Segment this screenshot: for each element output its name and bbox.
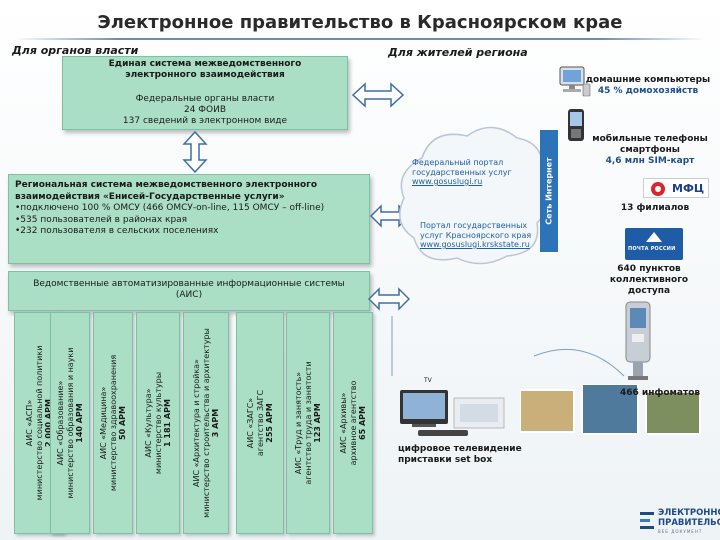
ais-name: АИС «АСП»	[24, 399, 34, 447]
ais-bar-medicine: АИС «Медицина»министерство здравоохранен…	[93, 312, 133, 534]
ais-name: АИС «Архивы»	[338, 392, 348, 454]
regional-portal-line1: Портал государственных	[420, 221, 528, 230]
ais-bar-labor: АИС «Труд и занятость»агентство труда и …	[286, 312, 330, 534]
ais-name: АИС «Культура»	[143, 388, 153, 458]
ais-agency: министерство здравоохранения	[108, 354, 118, 492]
computer-icon	[559, 66, 591, 97]
federal-portal-label: Федеральный портал государственных услуг…	[412, 158, 512, 187]
federal-box-title-line2: электронного взаимодействия	[125, 70, 285, 80]
ais-name: АИС «Труд и занятость»	[293, 371, 303, 475]
mfc-badge-text: МФЦ	[672, 182, 705, 195]
ais-agency: министерство образования и науки	[65, 347, 75, 499]
digital-tv-line1: цифровое телевидение	[398, 444, 522, 454]
title-divider	[15, 38, 705, 40]
regional-box-item: •232 пользователя в сельских поселениях	[15, 226, 219, 236]
mfc-branches-label: 13 филиалов	[620, 203, 690, 213]
federal-portal-link[interactable]: www.gosuslugi.ru	[412, 177, 483, 186]
post-emblem-icon	[646, 232, 662, 242]
mobile-phones-count: 4,6 млн SIM-карт	[605, 156, 695, 166]
ais-agency: агентство ЗАГС	[255, 389, 265, 457]
internet-bar: Сеть Интернет	[540, 130, 558, 252]
regional-interaction-box: Региональная система межведомственного э…	[8, 174, 370, 264]
regional-box-item: •535 пользователей в районах края	[15, 214, 188, 225]
connector-lines	[391, 316, 625, 377]
mfc-logo: МФЦ	[643, 178, 709, 198]
digital-tv-line2: приставки set box	[398, 455, 493, 465]
ais-header-line1: Ведомственные автоматизированные информа…	[33, 279, 345, 289]
federal-box-title-line1: Единая система межведомственного	[108, 59, 302, 69]
federal-box-line3: 137 сведений в электронном виде	[122, 116, 288, 126]
ais-workstations: 123 АРМ	[312, 403, 322, 443]
ais-workstations: 65 АРМ	[357, 406, 367, 440]
ais-agency: министерство социальной политики	[34, 345, 44, 501]
regional-portal-line2: услуг Красноярского края	[420, 230, 532, 240]
federal-box-line2: 24 ФОИВ	[183, 105, 227, 115]
logo-line3: ВЕБ ДОКУМЕНТ	[658, 529, 703, 534]
post-points-label: 640 пунктов коллективного доступа	[584, 264, 714, 297]
internet-cloud-icon	[399, 126, 550, 265]
post-badge-text: ПОЧТА РОССИИ	[628, 246, 676, 252]
home-computers-line1: домашние компьютеры	[585, 75, 711, 85]
regional-box-title-line2: взаимодействия «Енисей-Государственные у…	[15, 191, 285, 202]
regional-portal-label: Портал государственных услуг Красноярско…	[420, 221, 531, 250]
post-points-line2: коллективного	[609, 275, 689, 285]
mobile-phones-line2: смартфоны	[620, 145, 680, 155]
double-arrow-vertical-icon	[182, 131, 208, 173]
home-computers-label: домашние компьютеры 45 % домохозяйств	[583, 75, 713, 97]
mfc-emblem-icon	[651, 182, 665, 196]
internet-label: Сеть Интернет	[544, 157, 554, 225]
tv-label-small: TV	[424, 377, 432, 384]
home-computers-share: 45 % домохозяйств	[597, 86, 699, 96]
regional-box-item: •подключено 100 % ОМСУ (466 ОМСУ-on-line…	[15, 203, 325, 213]
regional-portal-link[interactable]: www.gosuslugi.krskstate.ru	[420, 240, 530, 249]
section-heading-authorities: Для органов власти	[12, 44, 139, 57]
federal-box-line1: Федеральные органы власти	[135, 94, 275, 104]
ais-agency: архивное агентство	[348, 380, 358, 466]
ais-header-box: Ведомственные автоматизированные информа…	[8, 271, 370, 311]
ais-agency: агентство труда и занятости	[303, 361, 313, 485]
ais-workstations: 255 АРМ	[264, 403, 274, 443]
federal-interaction-box: Единая система межведомственного электро…	[62, 56, 348, 130]
ais-agency: министерство культуры	[153, 371, 163, 475]
info-kiosk-icon	[625, 301, 651, 380]
ais-workstations: 50 АРМ	[117, 406, 127, 440]
e-government-emblem-icon	[640, 512, 654, 529]
ais-name: АИС «Образование»	[55, 380, 65, 466]
kiosk-photos-icon	[520, 384, 701, 435]
ais-agency: министерство строительства и архитектуры	[201, 328, 211, 518]
double-arrow-horizontal-icon	[368, 287, 410, 311]
ais-name: АИС «ЗАГС»	[245, 397, 255, 449]
section-heading-residents: Для жителей региона	[388, 46, 528, 59]
e-government-logo: ЭЛЕКТРОННОЕ ПРАВИТЕЛЬСТВО ВЕБ ДОКУМЕНТ	[638, 508, 720, 538]
mobile-phone-icon	[568, 109, 584, 141]
mobile-phones-line1: мобильные телефоны	[592, 134, 708, 144]
infomats-label: 466 инфоматов	[620, 388, 701, 398]
mobile-phones-label: мобильные телефоны смартфоны 4,6 млн SIM…	[585, 134, 715, 167]
regional-box-title-line1: Региональная система межведомственного э…	[15, 180, 318, 190]
ais-bar-architecture: АИС «Архитектура и стройка»министерство …	[183, 312, 229, 534]
federal-portal-line2: государственных услуг	[412, 167, 512, 177]
double-arrow-horizontal-icon	[352, 82, 404, 108]
ais-header-line2: (АИС)	[175, 290, 203, 300]
post-points-line1: 640 пунктов	[617, 264, 681, 274]
ais-workstations: 3 АРМ	[210, 408, 220, 438]
ais-bar-education: АИС «Образование»министерство образовани…	[50, 312, 90, 534]
digital-tv-label: цифровое телевидение приставки set box	[398, 444, 528, 466]
logo-line2: ПРАВИТЕЛЬСТВО	[658, 518, 720, 528]
federal-portal-line1: Федеральный портал	[412, 158, 504, 167]
tv-set-top-box-icon	[400, 390, 505, 436]
logo-line1: ЭЛЕКТРОННОЕ	[658, 508, 720, 518]
ais-name: АИС «Медицина»	[98, 386, 108, 460]
ais-workstations: 140 АРМ	[74, 403, 84, 443]
page-title: Электронное правительство в Красноярском…	[97, 12, 623, 33]
ais-name: АИС «Архитектура и стройка»	[191, 359, 201, 487]
post-points-line3: доступа	[627, 286, 671, 296]
russian-post-logo: ПОЧТА РОССИИ	[625, 228, 683, 260]
ais-workstations: 1 181 АРМ	[162, 399, 172, 447]
